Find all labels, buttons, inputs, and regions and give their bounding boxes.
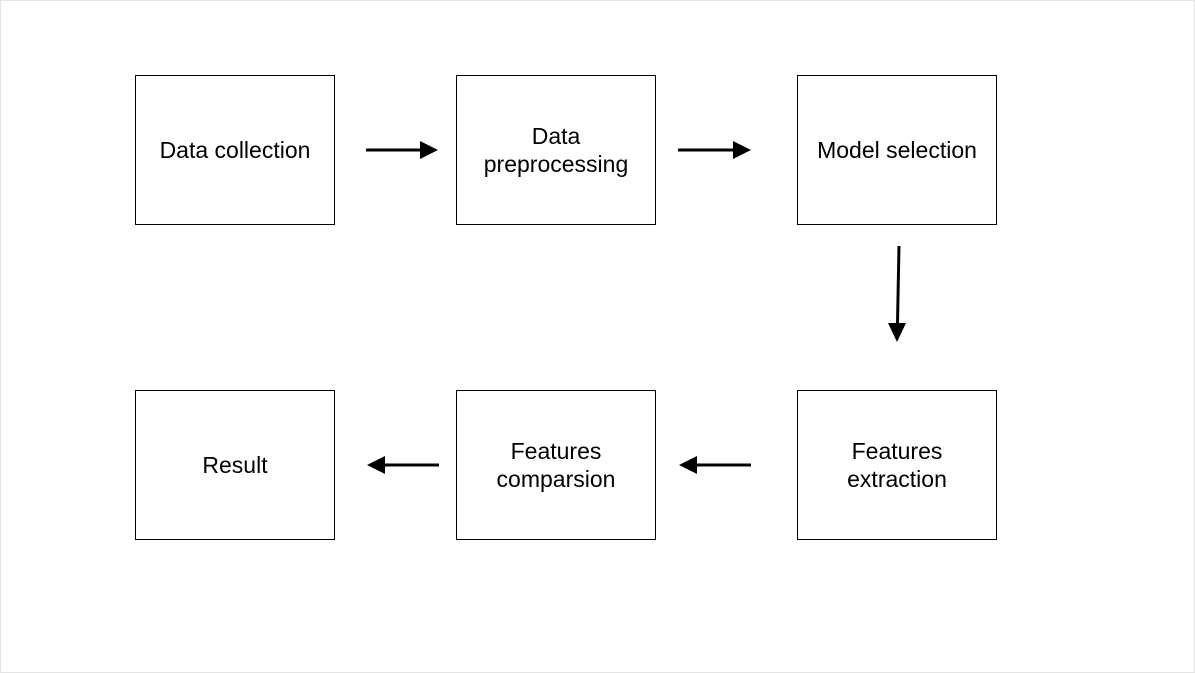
node-label: Model selection: [817, 137, 977, 163]
arrowhead-right-icon: [733, 141, 751, 159]
node-label: Data preprocessing: [483, 123, 629, 177]
edge-data-preprocessing-to-model-selection: [678, 141, 751, 159]
node-data-preprocessing: Data preprocessing: [456, 75, 656, 225]
arrowhead-left-icon: [367, 456, 385, 474]
edge-data-collection-to-data-preprocessing: [366, 141, 438, 159]
node-label: Features extraction: [847, 438, 947, 492]
arrowhead-right-icon: [420, 141, 438, 159]
node-features-extraction: Features extraction: [797, 390, 997, 540]
node-label: Features comparsion: [496, 438, 616, 492]
node-label: Result: [202, 452, 268, 478]
edge-features-extraction-to-features-comparison: [679, 456, 751, 474]
edge-features-comparison-to-result: [367, 456, 439, 474]
node-features-comparison: Features comparsion: [456, 390, 656, 540]
edge-model-selection-to-features-extraction: [888, 245, 906, 342]
node-result: Result: [135, 390, 335, 540]
arrowhead-left-icon: [679, 456, 697, 474]
node-data-collection: Data collection: [135, 75, 335, 225]
node-label: Data collection: [159, 137, 311, 163]
arrowhead-down-icon: [888, 323, 906, 342]
node-model-selection: Model selection: [797, 75, 997, 225]
